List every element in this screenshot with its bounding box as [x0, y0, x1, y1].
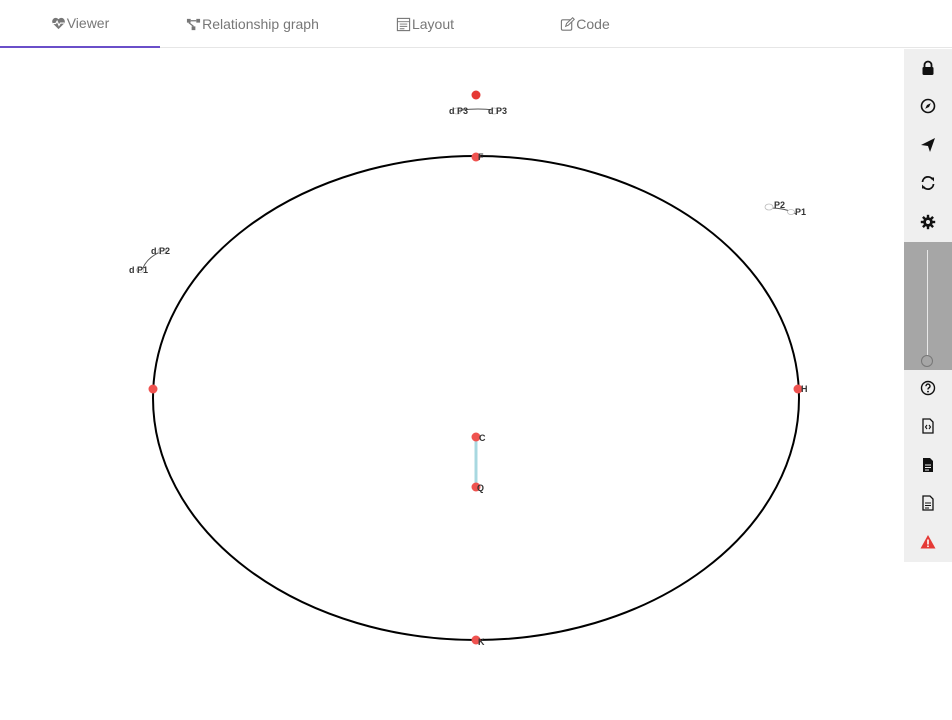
refresh-icon [921, 175, 935, 191]
help-icon [920, 380, 936, 396]
top-cluster-left-label: d P3 [449, 106, 468, 116]
top-cluster-right-node[interactable] [489, 107, 499, 115]
node-inner-bottom[interactable] [471, 482, 481, 492]
tab-relationship-graph[interactable]: Relationship graph [165, 0, 340, 48]
node-right[interactable] [793, 384, 803, 394]
tab-bar: Viewer Relationship graph Layout Code [0, 0, 952, 48]
settings-icon [920, 214, 936, 230]
send-button[interactable] [904, 126, 952, 164]
send-icon [921, 138, 935, 152]
tab-graph-label: Relationship graph [202, 16, 319, 32]
lock-button[interactable] [904, 49, 952, 87]
file-text-icon [923, 458, 933, 472]
tab-code-label: Code [576, 16, 610, 32]
right-toolbar [904, 49, 952, 562]
zoom-slider-thumb[interactable] [921, 355, 933, 367]
node-inner-bottom-label: Q [477, 483, 484, 493]
tab-layout[interactable]: Layout [355, 0, 495, 48]
left-cluster-p2-label: d P2 [151, 246, 170, 256]
left-cluster-p1-label: d P1 [129, 265, 148, 275]
graph-icon [187, 18, 201, 30]
warning-button[interactable] [904, 523, 952, 561]
graph-canvas[interactable]: F H K C Q d P3 d P3 P2 P1 [0, 49, 904, 720]
settings-button[interactable] [904, 203, 952, 241]
file-lines-icon [922, 495, 934, 511]
file-code-icon [922, 418, 934, 434]
node-top-label: F [478, 152, 484, 162]
file-text-button[interactable] [904, 446, 952, 484]
tab-viewer[interactable]: Viewer [0, 0, 160, 48]
warning-icon [920, 535, 936, 549]
heartbeat-icon [51, 17, 65, 29]
help-button[interactable] [904, 369, 952, 407]
main-ellipse [152, 155, 800, 641]
node-top[interactable] [471, 152, 481, 162]
tab-viewer-label: Viewer [66, 15, 110, 31]
node-inner-top[interactable] [471, 432, 481, 442]
tab-code[interactable]: Code [520, 0, 650, 48]
tab-layout-label: Layout [411, 16, 455, 32]
edit-icon [561, 16, 576, 31]
node-inner-top-label: C [479, 433, 486, 443]
zoom-slider-panel [904, 242, 952, 370]
graph-svg[interactable]: F H K C Q d P3 d P3 P2 P1 [0, 49, 904, 720]
right-cluster-p2-node[interactable] [764, 203, 774, 211]
compass-button[interactable] [904, 87, 952, 125]
right-cluster-p1-node[interactable] [787, 209, 795, 215]
node-left[interactable] [148, 384, 158, 394]
node-bottom[interactable] [471, 635, 481, 645]
refresh-button[interactable] [904, 164, 952, 202]
left-cluster-edge [142, 251, 161, 269]
right-cluster-p2-label: P2 [774, 200, 785, 210]
lock-icon [922, 60, 934, 75]
layout-icon [396, 17, 411, 31]
left-cluster-p2-node[interactable] [157, 247, 167, 255]
file-lines-button[interactable] [904, 484, 952, 522]
top-cluster-right-label: d P3 [488, 106, 507, 116]
left-cluster-p1-node[interactable] [136, 267, 144, 273]
node-top-cluster[interactable] [471, 90, 481, 100]
file-code-button[interactable] [904, 407, 952, 445]
node-bottom-label: K [478, 637, 485, 647]
right-cluster-p1-label: P1 [795, 207, 806, 217]
compass-icon [920, 98, 936, 114]
node-right-label: H [801, 384, 808, 394]
top-cluster-left-node[interactable] [452, 107, 462, 115]
zoom-slider-track[interactable] [927, 250, 928, 360]
